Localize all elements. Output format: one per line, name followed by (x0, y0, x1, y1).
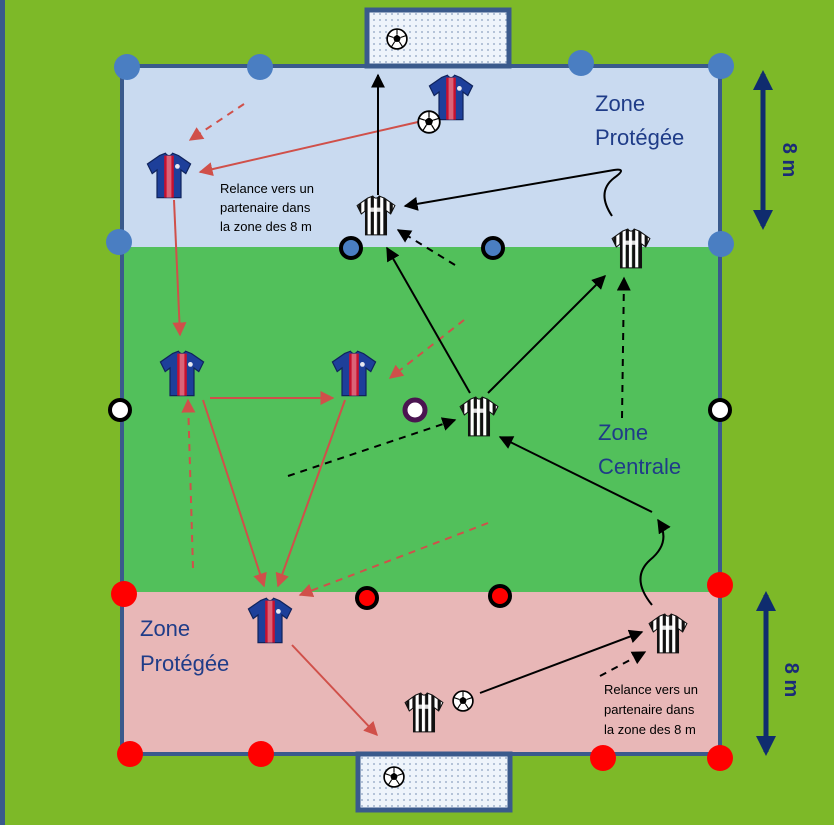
center-zone-label-line1: Zone (598, 420, 648, 445)
soccer-ball-icon (417, 110, 441, 134)
bottom-dimension-label: 8 m (780, 663, 802, 697)
bottom-zone-label-line1: Zone (140, 616, 190, 641)
black-dashed-arrow (396, 229, 456, 266)
cone-marker-icon (708, 231, 734, 257)
top-dimension-label: 8 m (778, 143, 800, 177)
top-goal-icon (364, 7, 512, 69)
black-solid-arrow (498, 436, 653, 513)
dimension-arrows (753, 70, 776, 756)
black-solid-arrow (479, 629, 644, 694)
bottom-goal-icon (355, 751, 513, 813)
bottom-note-line1: Relance vers un (604, 682, 698, 697)
black-solid-arrow (386, 246, 471, 394)
bottom-zone-label-line2: Protégée (140, 651, 229, 676)
center-zone-label-line2: Centrale (598, 454, 681, 479)
cone-marker-icon (590, 745, 616, 771)
soccer-ball-icon (452, 690, 474, 712)
black-arrows (287, 73, 671, 694)
cone-marker-icon (114, 54, 140, 80)
red-solid-arrow (198, 121, 419, 177)
cone-marker-icon (488, 584, 512, 608)
cone-marker-icon (707, 745, 733, 771)
red-solid-arrow (275, 399, 346, 588)
cone-marker-icon (402, 397, 428, 423)
blue-cones (106, 50, 734, 257)
ringed-red-cones (355, 584, 512, 610)
top-zone-label-line2: Protégée (595, 125, 684, 150)
red-solid-arrow (202, 399, 267, 588)
cone-marker-icon (106, 229, 132, 255)
red-solid-arrow (291, 644, 378, 737)
top-note-line2: partenaire dans (220, 200, 311, 215)
black-dashed-arrow (287, 417, 457, 477)
black-solid-arrow (639, 518, 671, 606)
cone-marker-icon (247, 54, 273, 80)
cone-marker-icon (568, 50, 594, 76)
black-dashed-arrow (616, 276, 631, 419)
left-edge-bar (0, 0, 5, 825)
black-solid-arrow (403, 168, 622, 217)
cone-marker-icon (708, 53, 734, 79)
cone-marker-icon (117, 741, 143, 767)
bottom-note-line2: partenaire dans (604, 702, 695, 717)
white-cones (108, 397, 732, 423)
black-dashed-arrow (599, 651, 647, 677)
red-dashed-arrow (188, 103, 245, 141)
red-dashed-arrow (388, 319, 465, 379)
red-arrows (172, 103, 489, 737)
ringed-blue-cones (339, 236, 505, 260)
red-cones (111, 572, 733, 771)
black-solid-arrow (487, 275, 606, 394)
top-protected-zone (122, 66, 720, 247)
cone-marker-icon (481, 236, 505, 260)
top-note-line3: la zone des 8 m (220, 219, 312, 234)
cone-marker-icon (339, 236, 363, 260)
cone-marker-icon (708, 398, 732, 422)
red-dashed-arrow (181, 398, 196, 569)
top-zone-label-line1: Zone (595, 91, 645, 116)
cone-marker-icon (707, 572, 733, 598)
cone-marker-icon (355, 586, 379, 610)
red-solid-arrow (172, 199, 187, 337)
cone-marker-icon (248, 741, 274, 767)
cone-marker-icon (111, 581, 137, 607)
top-note-line1: Relance vers un (220, 181, 314, 196)
bottom-note-line3: la zone des 8 m (604, 722, 696, 737)
cone-marker-icon (108, 398, 132, 422)
